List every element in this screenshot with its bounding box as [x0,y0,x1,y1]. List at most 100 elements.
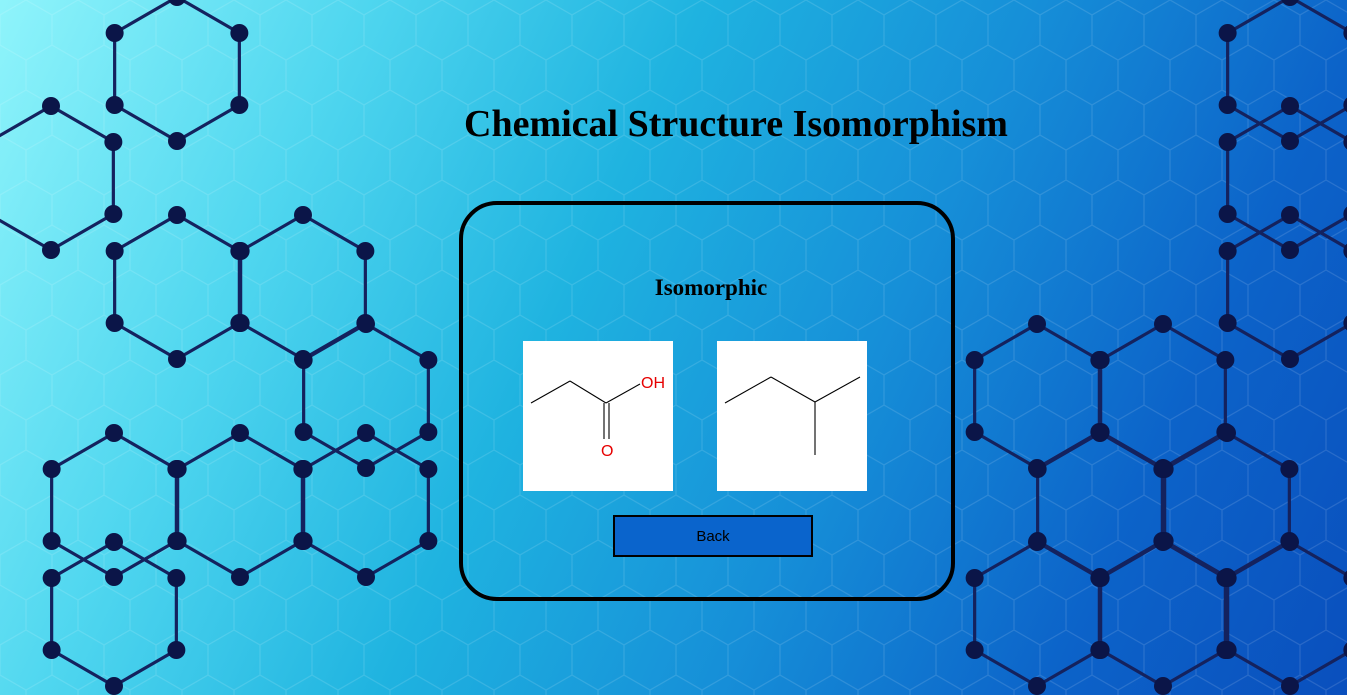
lattice-atom [167,569,186,587]
lattice-atom [231,242,250,260]
lattice-atom [231,314,250,332]
lattice-bond [113,321,179,361]
lattice-atom [168,206,186,224]
lattice-atom [357,315,375,333]
lattice-atom [1218,641,1237,659]
lattice-atom [965,351,984,369]
lattice-bond [176,539,242,579]
lattice-atom [1281,206,1299,224]
lattice-atom [1218,569,1237,587]
lattice-atom [1028,533,1046,551]
lattice-bond [364,539,430,579]
lattice-bond [1291,0,1347,32]
lattice-atom [1343,25,1347,41]
lattice-atom [105,568,123,586]
lattice-atom [1218,133,1237,151]
lattice-bond [1163,431,1229,471]
lattice-atom [1090,641,1109,659]
lattice-atom [1343,243,1347,259]
lattice-atom [1218,205,1237,223]
oxygen-label: O [601,443,613,460]
lattice-atom [168,132,186,150]
lattice-atom [167,532,186,550]
lattice-atom [231,424,249,442]
lattice-bond [113,0,176,35]
lattice-atom [105,242,124,260]
lattice-bond [1161,430,1227,470]
lattice-bond [1225,431,1291,471]
lattice-atom [104,205,123,223]
lattice-bond [239,213,305,253]
lattice-bond [1161,540,1227,580]
lattice-atom [1091,424,1109,442]
lattice-bond [1288,104,1347,141]
lattice-atom [42,641,61,659]
lattice-atom [419,532,438,550]
lattice-atom [231,568,249,586]
lattice-atom [42,569,61,587]
lattice-atom [1218,314,1237,332]
lattice-atom [42,532,61,550]
lattice-atom [294,206,312,224]
lattice-bond [973,648,1039,688]
lattice-atom [42,460,61,478]
lattice-bond [973,540,1039,580]
lattice-bond [50,431,116,471]
lattice-atom [1218,424,1236,442]
lattice-bond [49,212,115,252]
lattice-bond [1161,648,1227,688]
lattice-bond [364,322,430,362]
lattice-bond [1098,431,1164,471]
lattice-atom [1281,97,1299,115]
lattice-atom [356,242,375,260]
lattice-bond [112,540,178,580]
lattice-atom [294,351,313,369]
lattice-bond [302,539,368,579]
lattice-bond [0,104,53,138]
lattice-bond [1226,321,1292,361]
lattice-bond [301,213,367,253]
lattice-atom [1218,96,1237,114]
lattice-bond [973,322,1039,362]
lattice-atom [1218,242,1237,260]
bond [770,376,816,403]
lattice-atom [357,459,375,477]
lattice-bond [1036,431,1102,471]
lattice-atom [1281,350,1299,368]
lattice-bond [239,321,305,361]
lattice-bond [1099,540,1165,580]
lattice-atom [965,423,984,441]
lattice-bond [112,431,178,471]
lattice-atom [1218,24,1237,42]
lattice-atom [1154,315,1172,333]
lattice-bond [302,322,368,362]
lattice-bond [1226,213,1292,253]
lattice-bond [175,321,241,361]
lattice-atom [230,24,249,42]
lattice-atom [1155,460,1174,478]
lattice-atom [1281,533,1299,551]
lattice-atom [1281,132,1299,150]
back-button[interactable]: Back [613,515,813,557]
lattice-atom [1028,677,1046,695]
lattice-bond [178,0,241,35]
lattice-bond [1035,648,1101,688]
lattice-atom [1028,315,1046,333]
lattice-bond [1035,322,1101,362]
lattice-atom [357,424,375,442]
lattice-atom [230,96,249,114]
lattice-atom [105,533,123,551]
lattice-atom [1343,97,1347,113]
isomorphism-result: Isomorphic [654,275,768,300]
lattice-bond [113,213,179,253]
lattice-atom [294,460,313,478]
lattice-bond [1288,540,1347,577]
lattice-atom [168,350,186,368]
lattice-atom [1154,533,1172,551]
lattice-atom [419,351,438,369]
lattice-bond [973,430,1039,470]
molecule-b-image [717,341,867,491]
bond [605,383,641,404]
lattice-atom [42,241,60,259]
lattice-atom [1090,351,1109,369]
